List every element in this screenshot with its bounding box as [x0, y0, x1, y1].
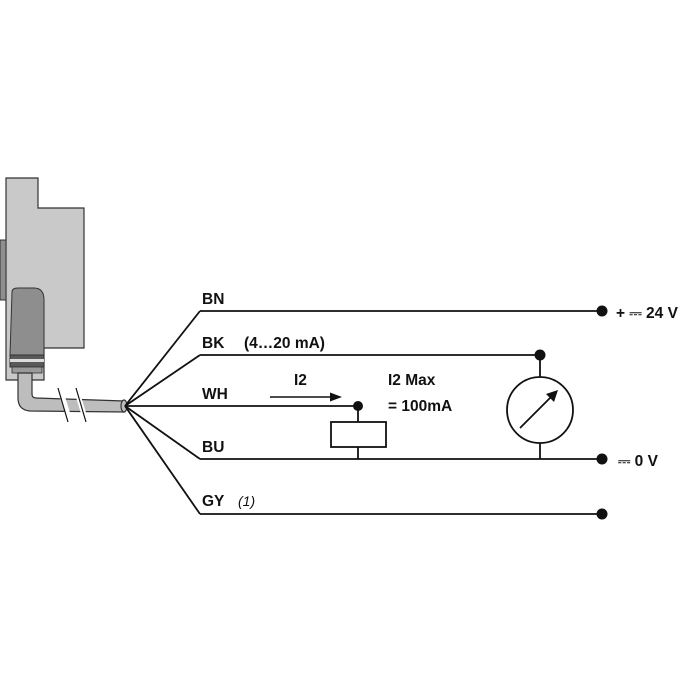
terminal-plus-dot: [596, 305, 608, 317]
current-arrow-icon: [330, 392, 342, 402]
label-i2-max-value: = 100mA: [388, 398, 452, 415]
wire-bn: BN + ⎓ 24 V: [200, 291, 679, 322]
label-bn: BN: [202, 291, 224, 308]
meter-icon: [506, 376, 574, 459]
label-supply-zero: ⎓ 0 V: [618, 453, 659, 470]
label-bk-range: (4…20 mA): [244, 335, 325, 352]
load-resistor-icon: [330, 421, 387, 459]
label-current-i2: I2: [294, 372, 307, 389]
wire-fan: [124, 310, 201, 515]
label-i2-max: I2 Max: [388, 372, 436, 389]
wire-gy: GY (1): [200, 493, 608, 520]
sensor-cable: [17, 372, 128, 423]
sensor-housing: [0, 177, 85, 381]
terminal-gy-dot: [596, 508, 608, 520]
terminal-zero-dot: [596, 453, 608, 465]
wire-bk: BK (4…20 mA): [200, 335, 546, 377]
label-bk: BK: [202, 335, 225, 352]
label-gy: GY: [202, 493, 225, 510]
label-gy-note: (1): [238, 493, 255, 509]
label-bu: BU: [202, 439, 224, 456]
wire-wh: WH I2 I2 Max = 100mA: [200, 372, 452, 422]
label-wh: WH: [202, 386, 228, 403]
label-supply-plus: + ⎓ 24 V: [616, 305, 679, 322]
wire-bu: BU ⎓ 0 V: [200, 439, 659, 470]
